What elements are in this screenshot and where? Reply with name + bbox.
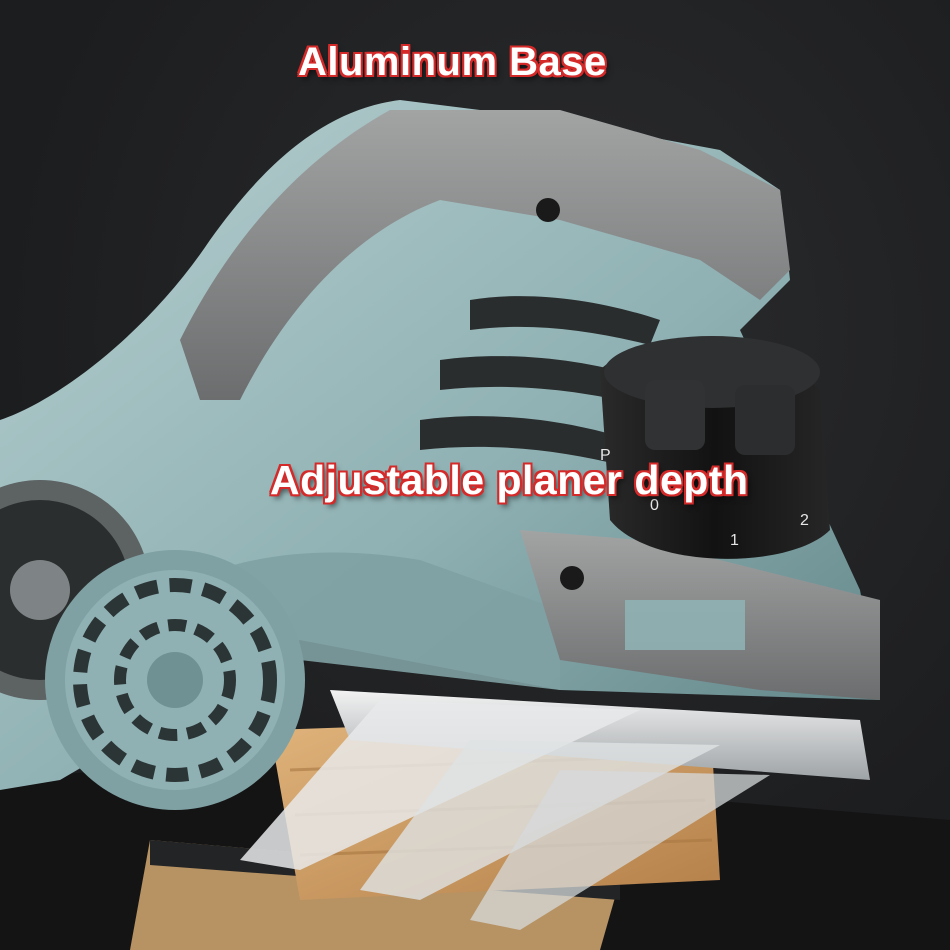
front-fan-cover <box>45 550 305 810</box>
knob-marking-0: 0 <box>650 497 659 514</box>
knob-marking-2: 2 <box>800 512 809 529</box>
adjustable-depth-caption: Adjustable planer depth <box>270 457 749 503</box>
grip-handle <box>180 110 880 700</box>
depth-adjustment-knob: P 0 1 2 <box>600 336 830 559</box>
knob-marking-p: P <box>600 447 611 464</box>
aluminum-base-caption: Aluminum Base <box>298 40 607 84</box>
knob-marking-1: 1 <box>730 532 739 549</box>
aluminum-base-plate <box>240 690 870 930</box>
air-vents <box>420 296 660 465</box>
